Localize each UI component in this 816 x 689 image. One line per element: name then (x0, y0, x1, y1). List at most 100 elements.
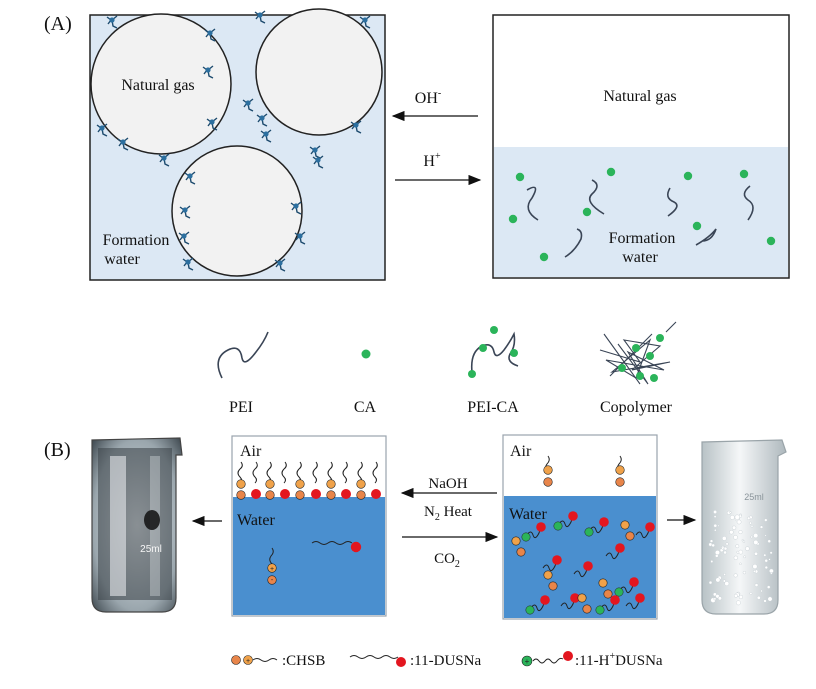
hdusna-molecule (595, 595, 620, 615)
h-plus-label: H+ (423, 151, 441, 170)
adsorbed-surfactant (182, 257, 194, 271)
hdusna-molecule (573, 561, 593, 578)
foam-bubble (747, 516, 751, 520)
interface-surfactant (265, 461, 275, 500)
ca-dot (692, 221, 702, 231)
ca-dot (739, 169, 749, 179)
foam-bubble (742, 570, 746, 575)
adsorbed-surfactant (274, 258, 286, 272)
adsorbed-surfactant (256, 113, 268, 127)
naoh-label: NaOH (428, 476, 467, 492)
chsb-molecule (511, 536, 526, 557)
adsorbed-surfactant (359, 15, 371, 29)
chsb-molecule (598, 578, 613, 599)
interface-surfactant (295, 461, 305, 500)
legend-a: PEI CA PEI-CA Copolymer (217, 321, 677, 416)
foam-bubble (742, 540, 746, 543)
adsorbed-surfactant (178, 231, 190, 245)
formation-water-label-2: water (622, 249, 658, 266)
gas-bubble (171, 145, 303, 277)
hdusna-molecule (635, 522, 655, 539)
foam-bubble (754, 583, 759, 587)
ca-dot (539, 252, 549, 262)
adsorbed-surfactant (96, 123, 108, 137)
ca-dot (606, 167, 616, 177)
air-label: Air (240, 443, 262, 460)
adsorbed-surfactant (350, 120, 362, 134)
foam-bubble (713, 597, 717, 601)
natural-gas-label: Natural gas (121, 77, 194, 94)
foam-bubble (729, 530, 734, 535)
svg-text:+: + (246, 658, 250, 665)
adsorbed-surfactant (242, 98, 254, 112)
foam-bubble (767, 539, 771, 543)
foam-bubble (723, 550, 727, 555)
foam-bubble (715, 577, 721, 583)
foam-bubble (764, 518, 768, 522)
foam-bubble (739, 562, 742, 565)
foam-bubble (753, 533, 759, 539)
foam-bubble (733, 573, 738, 578)
beaker-volume-label: 25ml (744, 492, 764, 502)
foam-bubble (722, 546, 725, 549)
adsorbed-surfactant-group (96, 10, 371, 272)
foam-bubble (752, 564, 758, 570)
interface-surfactant (341, 461, 351, 499)
oh-label: OH- (415, 88, 441, 107)
foam-bubble (711, 543, 715, 548)
foam-bubble (743, 555, 747, 559)
hdusna-molecule (553, 511, 578, 531)
foam-bubble (745, 546, 750, 551)
foam-bubble (763, 599, 767, 603)
co2-label: CO2 (434, 551, 460, 570)
legend-ca-label: CA (354, 399, 377, 416)
adsorbed-surfactant (206, 117, 218, 131)
adsorbed-surfactant (106, 15, 118, 29)
dusna-molecule (311, 541, 362, 553)
chsb-legend-label: :CHSB (282, 653, 325, 669)
dispersed-surfactant-group (511, 455, 655, 615)
adsorbed-surfactant (294, 231, 306, 245)
foam-bubble (759, 525, 764, 529)
foam-bubble (750, 535, 754, 539)
pei-chain (588, 179, 605, 215)
pei-chain (564, 228, 583, 258)
pei-chain (666, 187, 678, 217)
foam-bubble (736, 550, 740, 554)
interface-surfactant (280, 461, 290, 499)
gas-bubble (255, 8, 383, 136)
chsb-molecule (620, 520, 635, 541)
hdusna-molecule (605, 543, 625, 560)
dusna-legend-icon (349, 655, 406, 667)
chsb-molecule (543, 570, 558, 591)
foam-bubble (767, 596, 773, 602)
panel-b-right-box: Air Water (502, 434, 658, 620)
ca-dot (582, 207, 592, 217)
foam-bubble (722, 579, 726, 583)
water-label: Water (509, 506, 547, 523)
formation-water-label: Formation (103, 232, 170, 249)
foam-bubble (724, 581, 730, 586)
foam-bubble (731, 525, 737, 530)
pei-icon (217, 331, 269, 379)
chsb-molecule (543, 455, 553, 487)
interface-surfactant (251, 461, 261, 499)
foam-bubble (715, 550, 721, 556)
foam-bubble (722, 536, 727, 541)
hdusna-molecule (525, 595, 550, 615)
foam-bubble (764, 534, 767, 537)
foam-bubble (709, 539, 714, 543)
foam-bubble (723, 573, 726, 576)
pei-ca-icon (468, 326, 519, 378)
hdusna-molecule (625, 593, 645, 610)
chsb-molecule: + - (267, 547, 277, 585)
foam-bubble (735, 544, 740, 549)
hdusna-molecule (584, 517, 609, 537)
interface-surfactant-layer (236, 461, 381, 500)
air-label: Air (510, 443, 532, 460)
foam-bubble (725, 542, 729, 546)
foam-bubble (713, 510, 717, 514)
svg-text:+: + (525, 657, 530, 666)
panel-b-left-box: Air Water + - (231, 435, 387, 617)
